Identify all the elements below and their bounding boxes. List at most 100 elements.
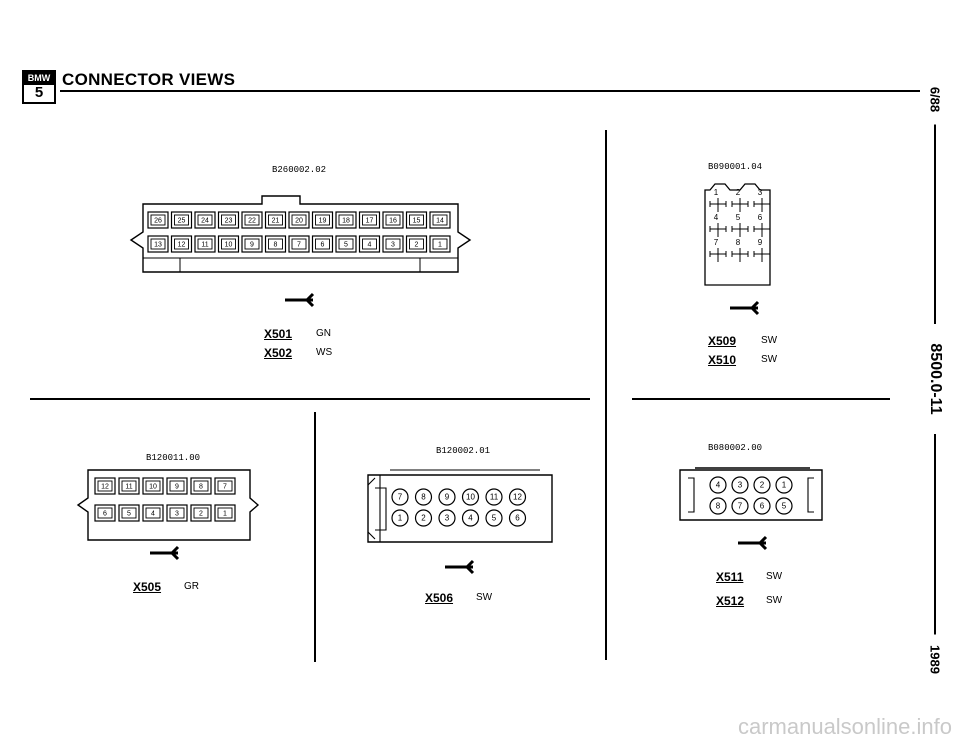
c1-pin-11-inner <box>197 238 213 250</box>
c3-pin-9-outer <box>166 477 188 495</box>
c5-pin-6-label: 6 <box>760 502 765 511</box>
c3-pin-10-inner <box>145 480 161 492</box>
c1-pin-18-inner <box>338 214 354 226</box>
c5-part-number: B080002.00 <box>708 443 763 453</box>
c3-pin-7-outer <box>214 477 236 495</box>
c1-pin-20-outer <box>288 211 310 229</box>
c1-pin-12-label: 12 <box>178 241 186 248</box>
c5-pin-5-label: 5 <box>782 502 787 511</box>
c4-pin-1-label: 1 <box>398 514 403 523</box>
c2-pin-3 <box>753 198 771 212</box>
c3-pin-2-inner <box>193 507 209 519</box>
c1-pin-4-inner <box>362 238 377 250</box>
c3-pin-10-outer <box>142 477 164 495</box>
c1-pin-1-inner <box>432 238 448 250</box>
c1-pin-13-label: 13 <box>154 241 162 248</box>
divider-horizontal-right <box>632 398 890 400</box>
c1-pin-7-label: 7 <box>297 241 301 248</box>
c4-pin-10 <box>461 488 480 506</box>
c1-housing <box>129 195 472 273</box>
c1-pin-15-label: 15 <box>413 217 421 224</box>
c1-pin-23-inner <box>221 214 236 226</box>
c4-pin-7 <box>391 488 409 506</box>
c5-pin-3-label: 3 <box>738 481 743 490</box>
c2-pin-6-label: 6 <box>758 213 763 222</box>
c5-color-2: SW <box>766 595 783 606</box>
c1-pin-10-inner <box>221 238 236 250</box>
c1-pin-24-label: 24 <box>201 217 209 224</box>
c2-pin-1 <box>709 198 727 212</box>
c3-pin-8-label: 8 <box>199 483 203 490</box>
divider-vertical-mid <box>314 412 316 662</box>
c1-pin-9-inner <box>244 238 260 250</box>
c1-pin-25-label: 25 <box>178 217 186 224</box>
c4-side-detail <box>367 469 540 542</box>
c1-pin-21-inner <box>268 214 283 226</box>
c2-pin-5-label: 5 <box>736 213 741 222</box>
c1-pin-9-outer <box>241 235 263 253</box>
c1-pin-11-outer <box>194 235 216 253</box>
c2-pin-9 <box>753 248 771 262</box>
c2-pin-5 <box>731 223 749 237</box>
c5-pin-3 <box>731 476 749 494</box>
c2-pin-8-label: 8 <box>736 238 741 247</box>
c4-pin-5 <box>485 509 503 527</box>
c3-pin-5-outer <box>118 504 140 522</box>
c4-arrow-icon <box>445 559 475 575</box>
c4-pin-9-label: 9 <box>445 493 450 502</box>
c1-pin-25-outer <box>170 211 193 229</box>
c3-pin-7-inner <box>217 480 233 492</box>
c4-pin-11-label: 11 <box>490 493 499 502</box>
c3-pin-3-inner <box>169 507 185 519</box>
series-5-badge: 5 <box>34 84 44 101</box>
c4-pin-8-label: 8 <box>421 493 426 502</box>
c4-pin-12 <box>508 488 527 506</box>
c1-pin-15-inner <box>409 214 424 226</box>
c2-color-2: SW <box>761 354 778 365</box>
c1-pin-6-outer <box>311 235 334 253</box>
c1-pin-22-label: 22 <box>248 217 256 224</box>
c3-pin-9-label: 9 <box>175 483 179 490</box>
c1-pin-11-label: 11 <box>201 241 208 248</box>
c2-pin-4-label: 4 <box>714 213 719 222</box>
c1-pin-19-outer <box>311 211 334 229</box>
c4-housing <box>367 474 553 543</box>
watermark: carmanualsonline.info <box>737 714 952 739</box>
c1-pin-1-label: 1 <box>438 241 442 248</box>
c4-pin-2 <box>414 509 433 527</box>
c4-pin-2-label: 2 <box>421 514 426 523</box>
c1-pin-13-outer <box>147 235 169 253</box>
c1-pin-10-outer <box>217 235 240 253</box>
c3-pin-12-inner <box>97 480 113 492</box>
c1-arrow-icon <box>285 292 315 308</box>
c2-pin-4 <box>709 223 727 237</box>
c1-id-2: X502 <box>264 346 293 360</box>
c4-pin-7-label: 7 <box>398 493 403 502</box>
c5-pin-8 <box>709 497 727 515</box>
c1-pin-22-inner <box>244 214 260 226</box>
c5-id-2: X512 <box>716 594 745 608</box>
header-rule <box>60 90 920 92</box>
c3-pin-1-label: 1 <box>223 510 227 517</box>
c4-pin-6 <box>508 509 527 527</box>
c4-pin-3-label: 3 <box>445 514 450 523</box>
c3-pin-3-label: 3 <box>175 510 179 517</box>
c1-pin-12-outer <box>170 235 193 253</box>
c1-pin-24-outer <box>194 211 216 229</box>
c5-housing <box>679 467 823 521</box>
c5-arrow-icon <box>738 535 768 551</box>
c4-pin-3 <box>438 509 456 527</box>
c1-pin-24-inner <box>197 214 213 226</box>
c5-pin-6 <box>753 497 771 515</box>
c4-pin-4 <box>461 509 480 527</box>
page-title: CONNECTOR VIEWS <box>62 70 236 89</box>
c2-part-number: B090001.04 <box>708 162 763 172</box>
c1-pin-9-label: 9 <box>250 241 254 248</box>
c2-pin-3-label: 3 <box>758 188 763 197</box>
c1-pin-5-inner <box>338 238 354 250</box>
c2-pin-6 <box>753 223 771 237</box>
c1-pin-5-label: 5 <box>344 241 348 248</box>
c5-color-1: SW <box>766 571 783 582</box>
c4-pin-4-label: 4 <box>468 514 473 523</box>
c3-pin-11-inner <box>121 480 137 492</box>
